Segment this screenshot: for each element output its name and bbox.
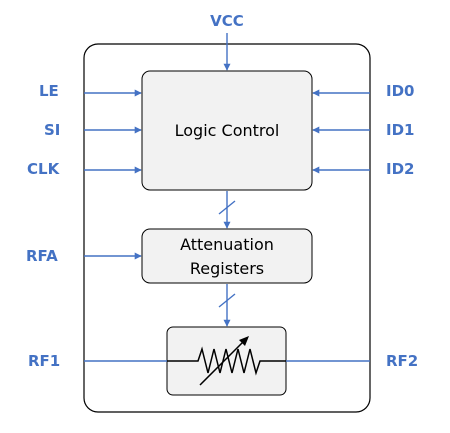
- pin-label-vcc: VCC: [210, 12, 244, 30]
- attenuation-registers-block: [141, 228, 313, 284]
- pin-label-si: SI: [44, 121, 60, 139]
- pin-label-id0: ID0: [386, 82, 414, 100]
- pin-label-id2: ID2: [386, 160, 414, 178]
- logic-control-label: Logic Control: [175, 121, 280, 140]
- pin-label-le: LE: [39, 82, 59, 100]
- attenuation-registers-label-line2: Registers: [190, 259, 264, 278]
- pin-label-id1: ID1: [386, 121, 414, 139]
- pin-label-rf2: RF2: [386, 352, 418, 370]
- pin-label-rf1: RF1: [28, 352, 60, 370]
- variable-resistor-icon: [167, 336, 286, 386]
- logic-control-block: [141, 70, 313, 191]
- bus-slash-2: [218, 293, 236, 308]
- pin-label-rfa: RFA: [26, 247, 58, 265]
- attenuation-registers-label-line1: Attenuation: [180, 235, 274, 254]
- bus-slash-1: [218, 200, 236, 215]
- pin-label-clk: CLK: [27, 160, 61, 178]
